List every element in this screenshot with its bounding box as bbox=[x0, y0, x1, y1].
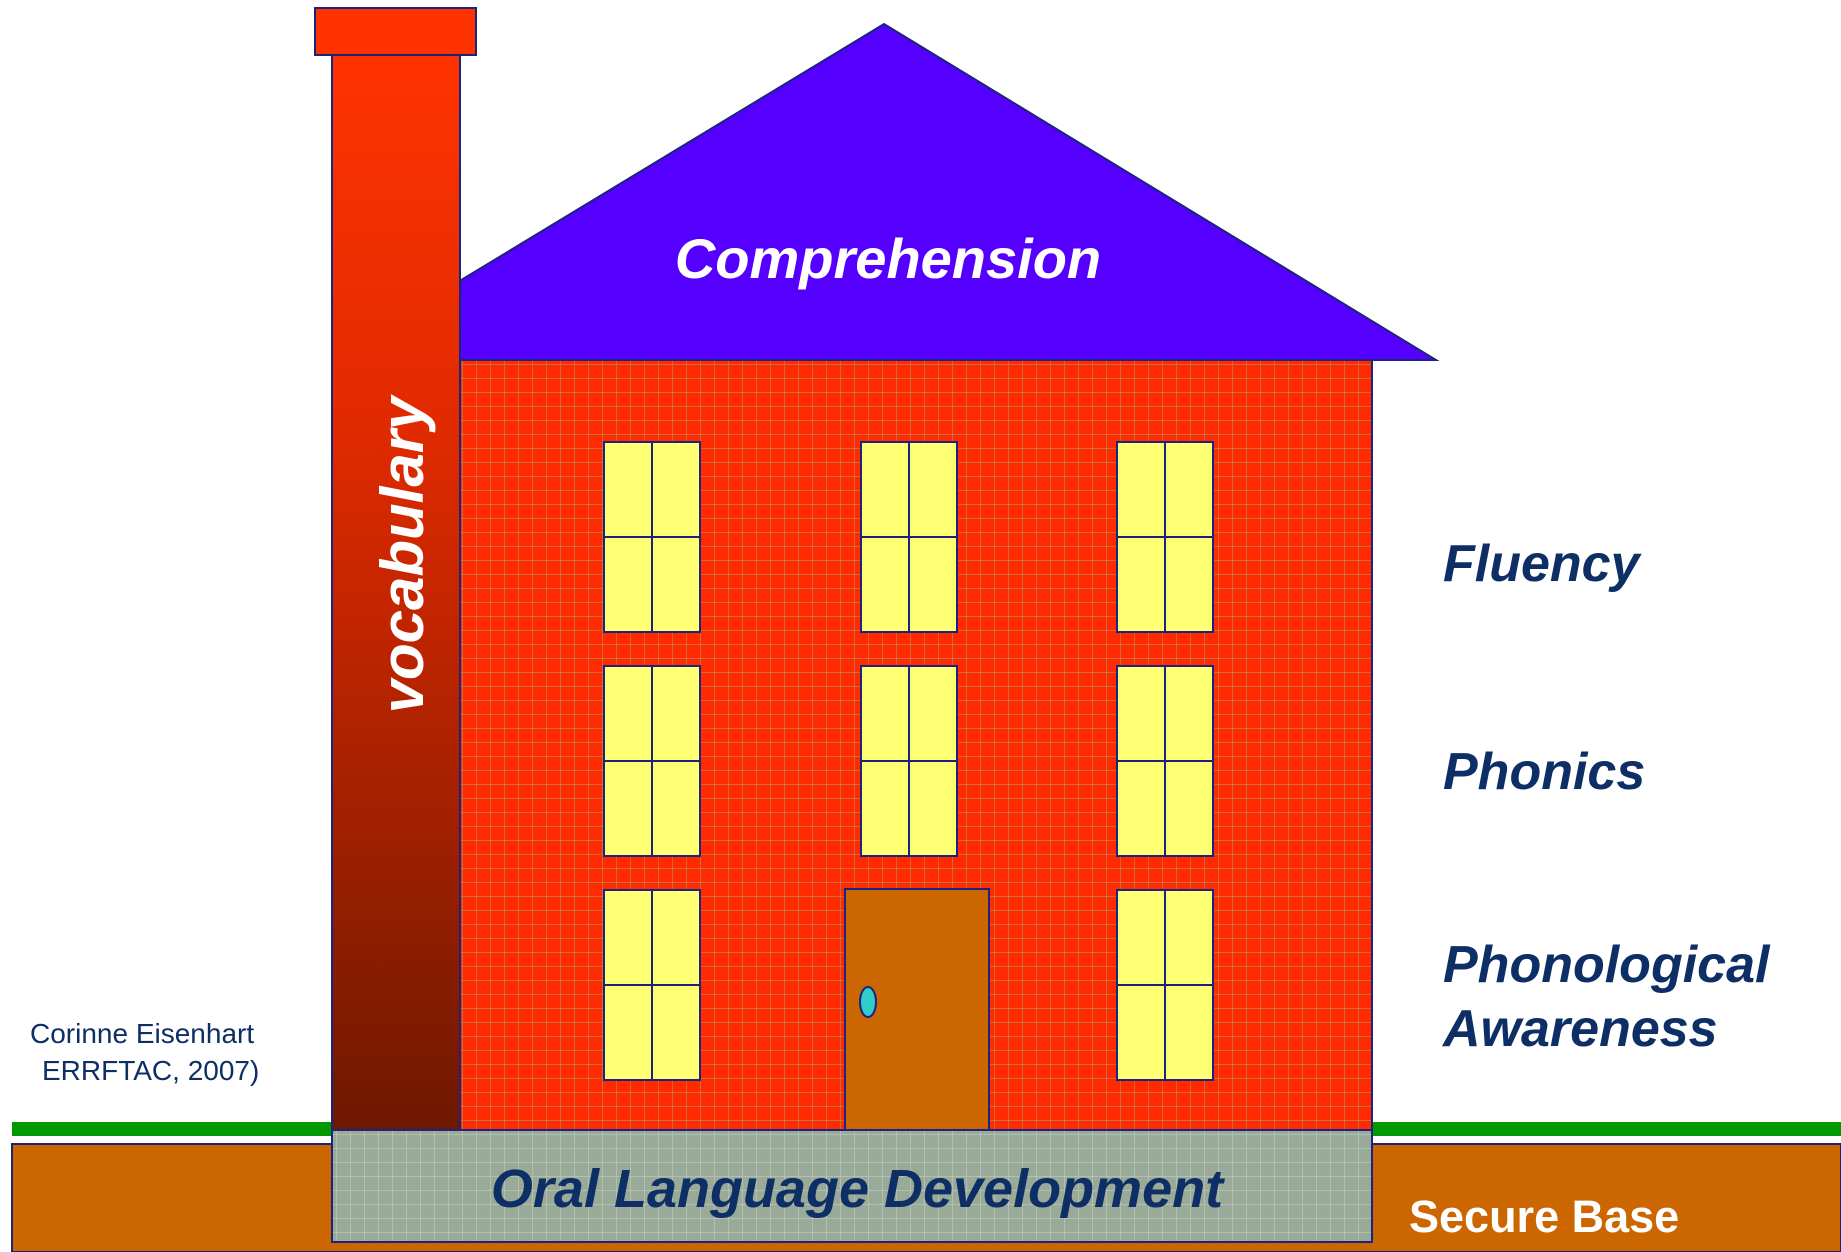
window bbox=[603, 441, 701, 633]
window bbox=[1116, 889, 1214, 1081]
credit-line-1: Corinne Eisenhart bbox=[30, 1018, 254, 1049]
credit-line-2: ERRFTAC, 2007) bbox=[42, 1055, 259, 1086]
chimney-label: vocabulary bbox=[369, 394, 436, 713]
phonological-label-line1: Phonological bbox=[1443, 936, 1771, 994]
phonological-label-line2: Awareness bbox=[1441, 1000, 1718, 1058]
grass-line-right bbox=[1372, 1122, 1841, 1136]
foundation bbox=[331, 1129, 1373, 1243]
window bbox=[1116, 441, 1214, 633]
chimney-cap bbox=[314, 7, 477, 56]
window bbox=[860, 665, 958, 857]
roof-label: Comprehension bbox=[675, 227, 1101, 290]
grass-line-left bbox=[12, 1122, 332, 1136]
fluency-label: Fluency bbox=[1443, 535, 1643, 593]
secure-base-label: Secure Base bbox=[1409, 1191, 1679, 1242]
window bbox=[603, 889, 701, 1081]
window bbox=[860, 441, 958, 633]
phonics-label: Phonics bbox=[1443, 743, 1645, 801]
foundation-label: Oral Language Development bbox=[491, 1159, 1225, 1219]
doorknob-icon bbox=[859, 986, 877, 1018]
chimney bbox=[331, 54, 461, 1131]
roof bbox=[457, 22, 1440, 361]
window bbox=[603, 665, 701, 857]
window bbox=[1116, 665, 1214, 857]
